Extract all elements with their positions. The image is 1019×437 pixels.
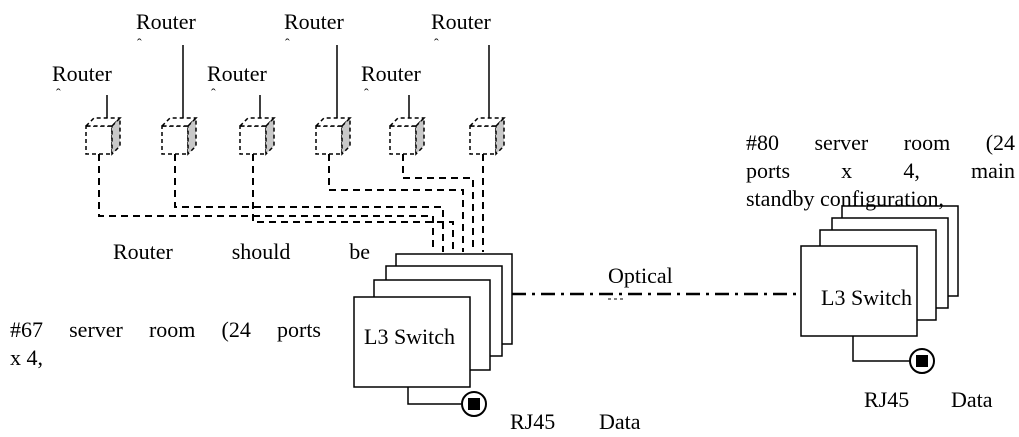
router-label-5-overflow: ˆ xyxy=(364,87,369,102)
right-site-description: #80 server room (24 ports x 4, main stan… xyxy=(746,129,1015,213)
router-label-3: Router xyxy=(207,61,267,86)
left-rj45-label: RJ45 xyxy=(510,409,556,434)
left-site-desc-line-1: #67 server room (24 ports xyxy=(10,317,321,342)
right-site-desc-line-3: standby configuration, xyxy=(746,186,944,211)
right-site-desc-line-1: #80 server room (24 xyxy=(746,130,1016,155)
router-label-4-overflow: ˆ xyxy=(285,37,290,52)
right-rj45-label: RJ45 xyxy=(864,387,910,412)
router-leader-lines xyxy=(106,45,490,118)
router-cube-4 xyxy=(314,116,352,156)
router-label-5: Router xyxy=(361,61,421,86)
router-dashed-links xyxy=(98,154,484,252)
left-data-label: Data xyxy=(599,409,641,434)
router-label-3-overflow: ˆ xyxy=(211,87,216,102)
left-site-description: #67 server room (24 ports x 4, xyxy=(10,316,321,372)
left-rj45-connector xyxy=(407,387,487,417)
router-label-6: Router xyxy=(431,9,491,34)
right-switch-label: L3 Switch xyxy=(821,285,913,310)
left-switch-stack xyxy=(353,253,513,388)
router-label-2-overflow: ˆ xyxy=(137,37,142,52)
router-note: Router should be xyxy=(113,238,370,266)
router-cube-1 xyxy=(84,116,122,156)
router-cube-2 xyxy=(160,116,198,156)
router-label-1-overflow: ˆ xyxy=(56,87,61,102)
left-switch-label: L3 Switch xyxy=(364,324,456,349)
router-cube-6 xyxy=(468,116,506,156)
router-label-1: Router xyxy=(52,61,112,86)
router-note-word-2: should xyxy=(231,239,291,264)
right-rj45-connector xyxy=(852,336,935,374)
left-site-desc-line-2: x 4, xyxy=(10,345,43,370)
router-cube-3 xyxy=(238,116,276,156)
router-label-2: Router xyxy=(136,9,196,34)
router-note-word-1: Router xyxy=(113,239,173,264)
right-switch-stack xyxy=(800,205,959,337)
right-site-desc-line-2: ports x 4, main xyxy=(746,158,1016,183)
router-note-word-3: be xyxy=(349,239,370,264)
optical-label: Optical xyxy=(608,263,673,288)
router-label-4: Router xyxy=(284,9,344,34)
router-label-6-overflow: ˆ xyxy=(434,37,439,52)
router-cube-5 xyxy=(388,116,426,156)
right-data-label: Data xyxy=(951,387,993,412)
